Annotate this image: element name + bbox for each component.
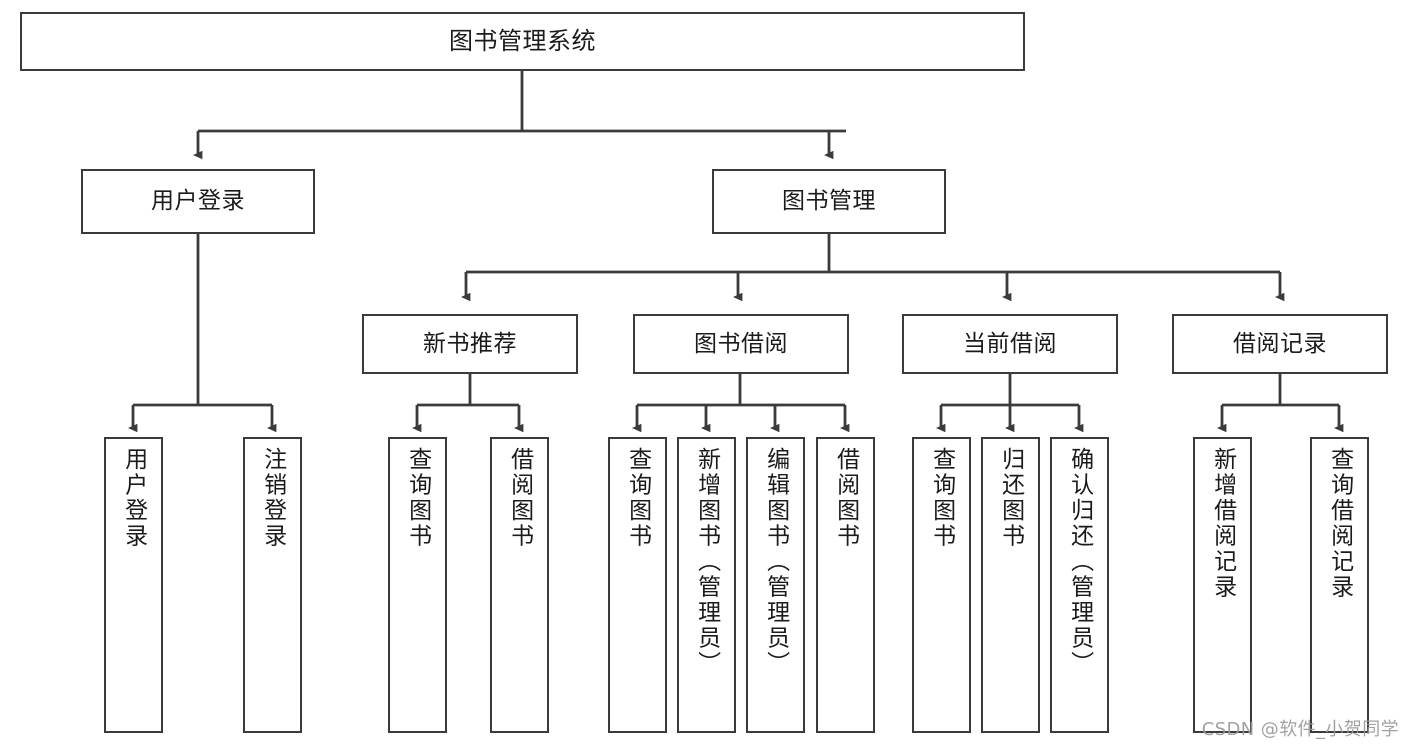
node-leaf-query-book-2-label: 查询图书 (624, 447, 651, 549)
node-leaf-edit-book[interactable]: 编辑图书（管理员） (746, 437, 805, 733)
node-current-borrow[interactable]: 当前借阅 (902, 314, 1118, 374)
node-current-borrow-label: 当前借阅 (963, 330, 1057, 357)
node-book-borrow-label: 图书借阅 (694, 330, 788, 357)
node-leaf-add-book[interactable]: 新增图书（管理员） (677, 437, 736, 733)
node-leaf-confirm-return-label: 确认归还（管理员） (1066, 447, 1093, 677)
watermark: CSDN @软件_小贺同学 (1201, 719, 1399, 740)
node-leaf-query-book-2[interactable]: 查询图书 (608, 437, 667, 733)
node-user-login[interactable]: 用户登录 (81, 169, 315, 234)
node-leaf-add-record-label: 新增借阅记录 (1209, 447, 1236, 600)
node-leaf-user-login[interactable]: 用户登录 (104, 437, 163, 733)
node-leaf-query-book-3[interactable]: 查询图书 (912, 437, 971, 733)
node-leaf-confirm-return[interactable]: 确认归还（管理员） (1050, 437, 1109, 733)
node-book-manage-label: 图书管理 (782, 188, 876, 215)
node-leaf-user-login-label: 用户登录 (120, 447, 147, 549)
node-leaf-logout[interactable]: 注销登录 (243, 437, 302, 733)
node-leaf-query-book-1-label: 查询图书 (404, 447, 431, 549)
node-leaf-add-record[interactable]: 新增借阅记录 (1193, 437, 1252, 733)
node-leaf-logout-label: 注销登录 (259, 447, 286, 549)
node-book-manage[interactable]: 图书管理 (712, 169, 946, 234)
node-leaf-return-book[interactable]: 归还图书 (981, 437, 1040, 733)
node-root[interactable]: 图书管理系统 (20, 12, 1025, 71)
node-leaf-query-record-label: 查询借阅记录 (1326, 447, 1353, 600)
node-user-login-label: 用户登录 (151, 188, 245, 215)
node-leaf-return-book-label: 归还图书 (997, 447, 1024, 549)
node-new-book-rec[interactable]: 新书推荐 (362, 314, 578, 374)
node-root-label: 图书管理系统 (449, 26, 596, 55)
node-borrow-record[interactable]: 借阅记录 (1172, 314, 1388, 374)
node-leaf-borrow-book-2[interactable]: 借阅图书 (816, 437, 875, 733)
node-leaf-add-book-label: 新增图书（管理员） (693, 447, 720, 677)
node-leaf-query-book-3-label: 查询图书 (928, 447, 955, 549)
node-borrow-record-label: 借阅记录 (1233, 330, 1327, 357)
node-leaf-edit-book-label: 编辑图书（管理员） (762, 447, 789, 677)
node-leaf-borrow-book-1[interactable]: 借阅图书 (490, 437, 549, 733)
node-leaf-borrow-book-1-label: 借阅图书 (506, 447, 533, 549)
node-leaf-query-record[interactable]: 查询借阅记录 (1310, 437, 1369, 733)
node-book-borrow[interactable]: 图书借阅 (633, 314, 849, 374)
node-leaf-borrow-book-2-label: 借阅图书 (832, 447, 859, 549)
node-leaf-query-book-1[interactable]: 查询图书 (388, 437, 447, 733)
node-new-book-rec-label: 新书推荐 (423, 330, 517, 357)
